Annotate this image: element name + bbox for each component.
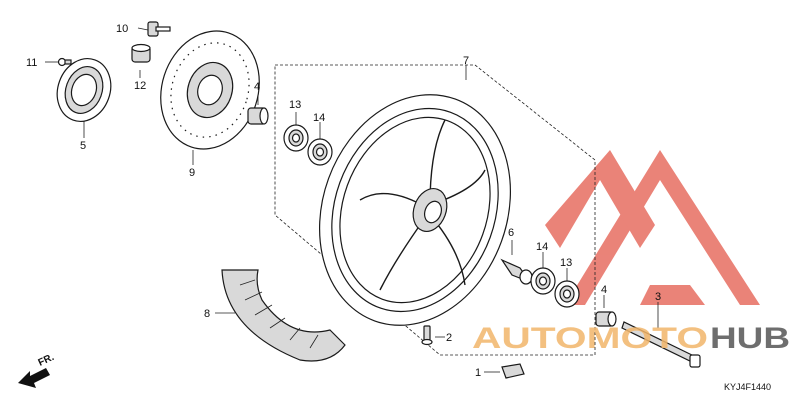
distance-collar-part-6 (500, 258, 533, 285)
dust-seal-part-14-lower (530, 267, 556, 295)
callout-2: 2 (446, 332, 452, 344)
nut-part-12 (131, 43, 151, 63)
watermark-word-1: AUTOMOTO (472, 322, 708, 355)
callout-4-upper: 4 (254, 81, 260, 93)
bearing-part-13-lower (554, 280, 580, 308)
callout-13-upper: 13 (289, 99, 301, 111)
valve-part-2 (421, 325, 433, 346)
brake-disc-part-9 (160, 30, 260, 150)
callout-14-upper: 14 (313, 112, 325, 124)
pulser-ring-part-5 (56, 58, 112, 122)
callout-4-lower: 4 (601, 284, 607, 296)
callout-7: 7 (463, 55, 469, 67)
callout-8: 8 (204, 308, 210, 320)
dust-seal-part-14-upper (307, 138, 333, 166)
callout-11: 11 (26, 57, 37, 69)
bolt-part-11 (57, 57, 72, 67)
watermark-word-2: HUB (710, 322, 790, 355)
diagram-code: KYJ4F1440 (724, 382, 771, 392)
axle-part-3 (621, 321, 701, 368)
wheel-part-7 (318, 94, 512, 326)
callout-labels: 10 11 12 5 9 4 13 14 7 6 14 13 4 3 8 2 1 (26, 23, 661, 379)
clip-part-1 (501, 363, 525, 379)
bearing-part-13-upper (283, 124, 309, 152)
callout-5: 5 (80, 140, 86, 152)
disc-bolt-part-10 (147, 21, 171, 37)
watermark-brand: AUTOMOTO HUB (472, 322, 790, 355)
assembly-boundary (274, 64, 596, 356)
front-direction-arrow-icon (18, 368, 50, 388)
callout-1: 1 (475, 367, 481, 379)
callout-14-lower: 14 (536, 241, 548, 253)
callout-6: 6 (508, 227, 514, 239)
collar-part-4-lower (595, 311, 617, 327)
callout-3: 3 (655, 291, 661, 303)
callout-9: 9 (189, 167, 195, 179)
fender-part-8 (221, 269, 346, 362)
callout-13-lower: 13 (560, 257, 572, 269)
front-direction-label: FR. (37, 352, 56, 369)
callout-12: 12 (134, 80, 146, 92)
callout-10: 10 (116, 23, 128, 35)
watermark-logo-icon (545, 150, 760, 305)
collar-part-4-upper (247, 107, 269, 125)
